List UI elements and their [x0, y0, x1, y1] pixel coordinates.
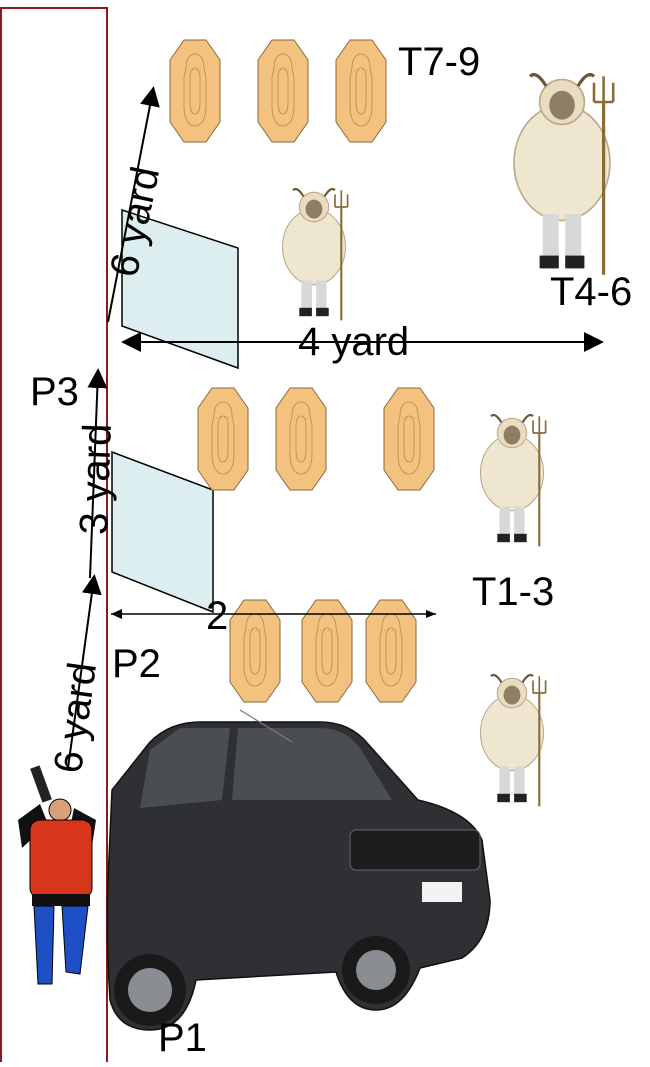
- label-p1: P1: [158, 1016, 207, 1060]
- label-t1-3: T1-3: [472, 570, 555, 614]
- label-t4-6: T4-6: [550, 270, 633, 314]
- paper-target-icon: [197, 387, 249, 491]
- label-dist-lower-horizontal: 2: [206, 594, 229, 638]
- wall-boundary: [0, 7, 108, 1067]
- label-t7-9: T7-9: [398, 40, 481, 84]
- paper-target-icon: [383, 387, 435, 491]
- label-p3: P3: [30, 370, 79, 414]
- label-dist-middle-vertical: 3 yard: [72, 422, 120, 536]
- busojaras-costume-figure-icon: [479, 673, 547, 808]
- suv-car-icon: [106, 709, 491, 1031]
- barrier-lower: [111, 450, 214, 614]
- busojaras-costume-figure-icon: [512, 72, 615, 277]
- distance-arrow-bottom-vertical: [67, 574, 102, 769]
- paper-target-icon: [275, 387, 327, 491]
- label-p2: P2: [112, 642, 161, 686]
- paper-target-icon: [229, 599, 281, 703]
- label-dist-top-horizontal: 4 yard: [298, 320, 410, 364]
- paper-target-icon: [335, 39, 387, 143]
- paper-target-icon: [301, 599, 353, 703]
- paper-target-icon: [169, 39, 221, 143]
- paper-target-icon: [365, 599, 417, 703]
- busojaras-costume-figure-icon: [479, 413, 547, 548]
- shooter-figure-icon: [18, 765, 96, 985]
- busojaras-costume-figure-icon: [281, 187, 349, 322]
- barrier-upper: [121, 208, 239, 370]
- distance-arrow-middle-vertical: [87, 368, 108, 579]
- distance-arrow-top-vertical: [107, 86, 160, 323]
- paper-target-icon: [257, 39, 309, 143]
